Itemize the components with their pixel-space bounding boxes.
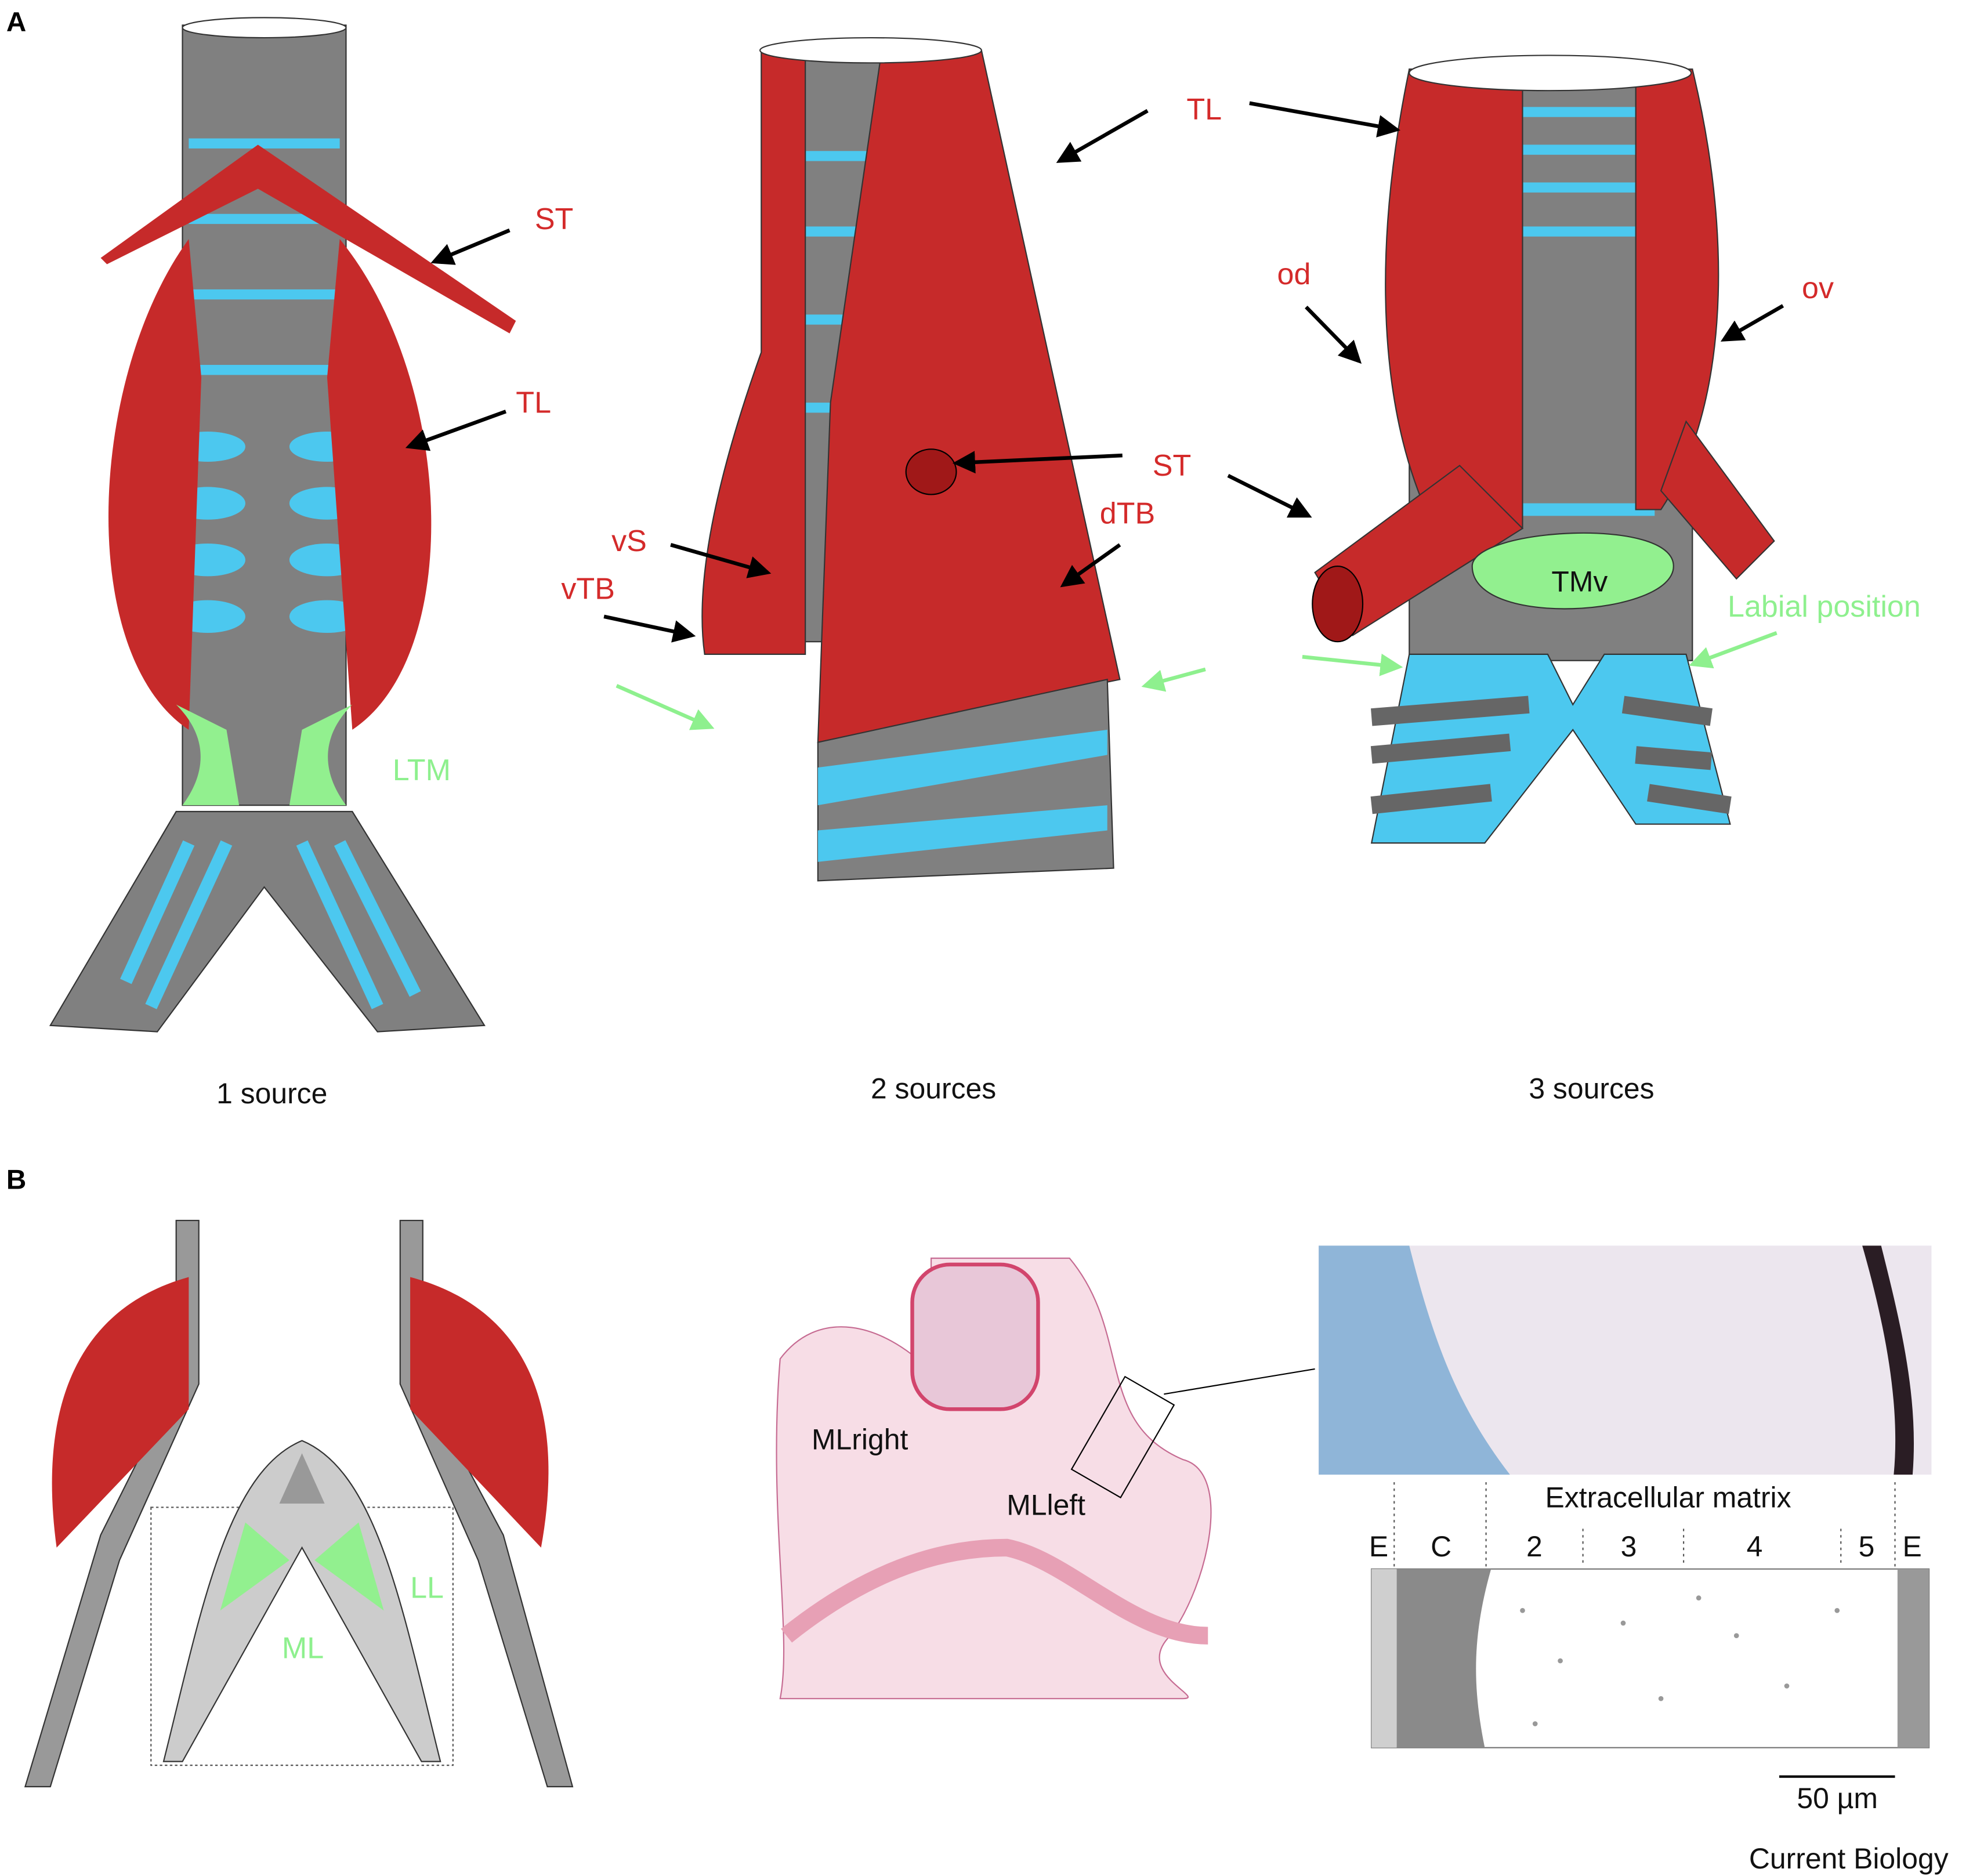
caption-3-sources: 3 sources [1529,1073,1654,1105]
arrow-tl [405,410,507,451]
scale-bar-label: 50 µm [1797,1782,1878,1815]
green-arrow-left [616,684,715,730]
label-ml-right: MLright [812,1424,908,1456]
arrow-od [1305,305,1362,364]
one-source-syrinx-drawing [49,17,516,1033]
arrow-dtb [1060,543,1121,588]
caption-1-source: 1 source [216,1077,327,1110]
arrow-tl-3 [1249,101,1401,137]
label-dtb: dTB [1100,497,1155,530]
arrow-st-3 [1227,473,1312,518]
label-tmv: TMv [1551,565,1608,597]
micrograph-inset [1319,1245,1932,1475]
arrow-vs [670,543,772,578]
label-tl: TL [516,386,551,419]
label-ml: ML [282,1632,324,1665]
journal-credit: Current Biology [1749,1842,1949,1875]
layer-label-e-left: E [1369,1530,1388,1563]
layer-label-e-right: E [1903,1530,1922,1563]
layer-label-2: 2 [1526,1530,1543,1563]
label-vs: vS [611,524,647,558]
arrow-tl-2 [1056,109,1149,163]
arrow-ov [1720,304,1784,342]
three-sources-syrinx-drawing [1312,55,1775,844]
syrinx-cross-section-schematic [24,1219,574,1788]
label-labial-position: Labial position [1728,590,1921,624]
label-tl-2: TL [1186,93,1222,126]
layer-title: Extracellular matrix [1545,1481,1791,1513]
arrow-vtb [603,614,696,643]
label-od: od [1277,258,1311,291]
label-st: ST [535,202,574,236]
arrow-st-2 [952,451,1123,474]
layer-label-3: 3 [1621,1530,1637,1563]
layer-label-5: 5 [1859,1530,1875,1563]
label-st-2: ST [1153,449,1192,483]
label-ll: LL [410,1571,444,1605]
green-arrow-3-left [1302,653,1403,676]
histology-section [776,1257,1212,1700]
two-sources-syrinx-drawing [701,37,1121,882]
layer-label-4: 4 [1747,1530,1763,1563]
inset-pointer-arrow [1164,1368,1315,1395]
label-ltm: LTM [393,754,451,787]
green-arrow-3-right [1689,631,1777,669]
panel-label-b: B [6,1165,26,1196]
arrow-st [430,228,511,265]
caption-2-sources: 2 sources [871,1073,996,1105]
label-vtb: vTB [561,572,615,606]
label-ml-left: MLleft [1007,1489,1085,1521]
label-ov: ov [1802,271,1834,305]
layer-label-c: C [1431,1530,1451,1563]
green-arrow-right [1141,667,1206,692]
panel-label-a: A [6,7,26,38]
layer-diagram: Extracellular matrix E C 2 3 4 5 E [1369,1481,1930,1748]
